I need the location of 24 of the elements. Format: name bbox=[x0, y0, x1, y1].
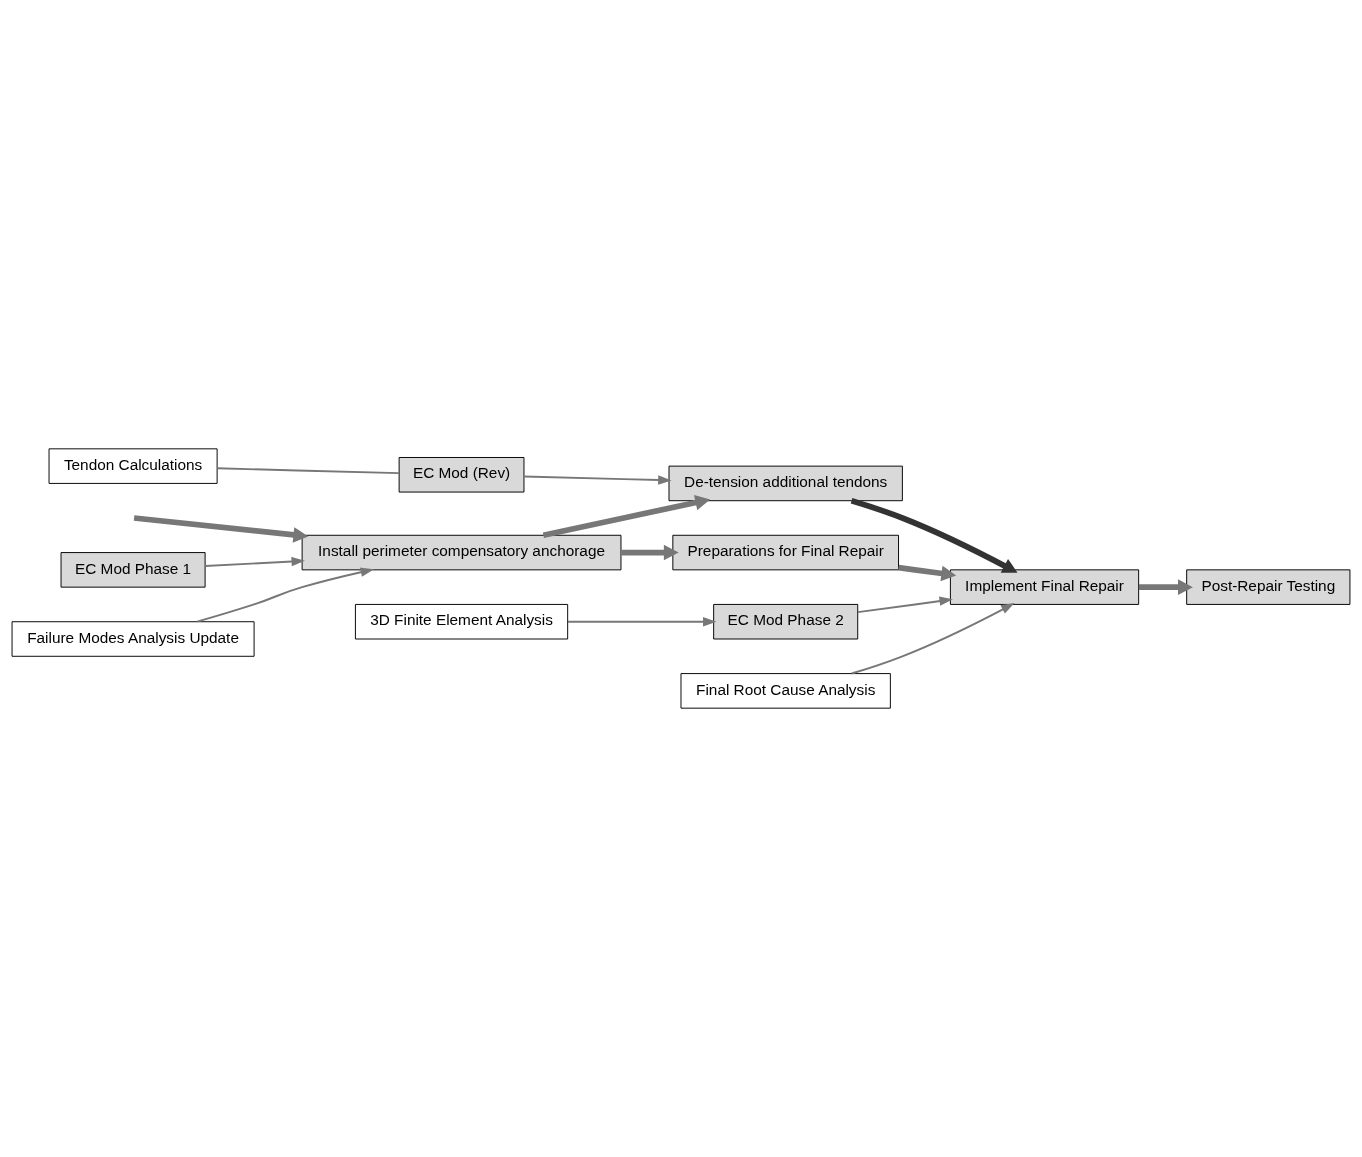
arrow bbox=[856, 596, 953, 614]
arrow bbox=[898, 564, 957, 582]
node-box: EC Mod (Rev) bbox=[398, 457, 525, 493]
arrow bbox=[196, 567, 375, 623]
arrow bbox=[523, 475, 672, 485]
node-box: De-tension additional tendons bbox=[668, 465, 903, 502]
node-box: Final Root Cause Analysis bbox=[680, 673, 891, 709]
node-box: Preparations for Final Repair bbox=[672, 534, 899, 571]
node-box: Install perimeter compensatory anchorage bbox=[301, 534, 622, 571]
arrow bbox=[204, 556, 305, 568]
node-box: Implement Final Repair bbox=[949, 569, 1140, 605]
arrow bbox=[850, 603, 1015, 675]
node-box: 3D Finite Element Analysis bbox=[354, 603, 569, 640]
node-box: Failure Modes Analysis Update bbox=[11, 621, 255, 657]
node-box: Tendon Calculations bbox=[48, 448, 218, 484]
node-box: EC Mod Phase 1 bbox=[60, 552, 206, 588]
arrow bbox=[621, 544, 679, 561]
arrow bbox=[567, 617, 717, 627]
connector bbox=[216, 467, 400, 475]
arrow bbox=[542, 494, 711, 538]
arrow bbox=[133, 515, 309, 543]
node-box: Post-Repair Testing bbox=[1186, 569, 1351, 605]
arrow bbox=[1138, 579, 1193, 595]
node-box: EC Mod Phase 2 bbox=[713, 603, 859, 640]
